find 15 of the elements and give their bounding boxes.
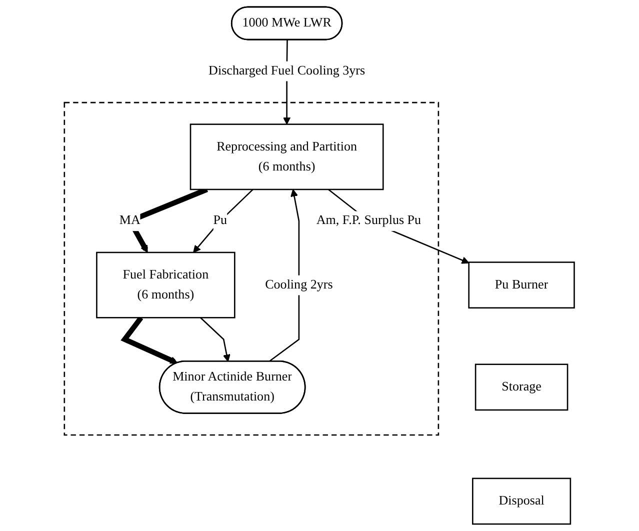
edge-label: MA [120,214,141,228]
node-box: Fuel Fabrication (6 months) [96,252,236,318]
arrow [268,189,300,362]
arrow [193,188,254,253]
node-box: Storage [475,364,568,411]
arrow [200,317,231,362]
edge-label: Discharged Fuel Cooling 3yrs [208,64,366,78]
cluster [64,102,440,436]
node-box: Disposal [472,478,572,525]
node-box: Reprocessing and Partition (6 months) [190,124,384,190]
edge-label: Pu [213,214,228,228]
node-box: Pu Burner [468,262,576,309]
arrow [120,316,178,364]
edge-label: Cooling 2yrs [265,278,333,292]
edge-label: Am, F.P. Surplus Pu [316,214,422,228]
